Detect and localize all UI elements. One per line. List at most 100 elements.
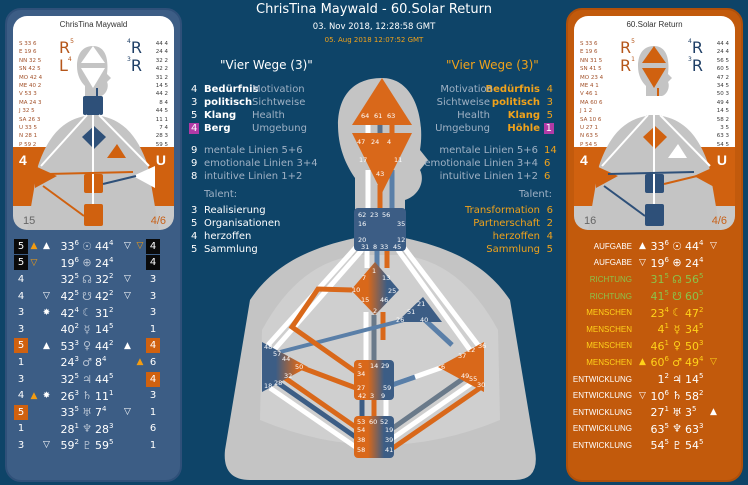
line-type: mentale Linien 5+6 (204, 145, 303, 156)
gate-number: 54 (650, 439, 665, 453)
table-row[interactable]: 5▲▲336☉444▽▽4 (14, 238, 160, 255)
table-row[interactable]: 5▲533♀442▲4 (14, 338, 160, 355)
personality-gate: 145 (95, 322, 121, 336)
gate-label: 7 (362, 274, 366, 282)
line-type: emotionale Linien 3+4 (424, 158, 538, 169)
gate-number: 28 (60, 422, 75, 436)
way-count: 5 (191, 110, 198, 121)
planet-icon: ☉ (82, 239, 92, 253)
gate-label: 30 (477, 381, 485, 389)
mini-bodygraph (588, 46, 720, 230)
gate-label: 44 (282, 355, 290, 363)
gate-label: 24 (371, 138, 379, 146)
gate-label: 54 (357, 426, 365, 434)
mini-activation: SN 42 5 (19, 66, 41, 73)
mini-activation: E 19 6 (19, 49, 37, 56)
gate-label: 20 (358, 236, 366, 244)
mini-activation: 8 4 (159, 99, 168, 106)
channel (601, 114, 649, 167)
gate-label: 5 (358, 362, 362, 370)
personality-line-count: 3 (149, 273, 157, 285)
personality-line-count: 3 (149, 390, 157, 402)
gate-number: 54 (685, 439, 699, 453)
channels (266, 125, 482, 451)
table-row[interactable]: AUFGABE▽196⊕244 (564, 255, 720, 272)
gate-label: 19 (385, 426, 393, 434)
gate-label: 22 (467, 346, 475, 354)
talent-name: Sammlung (486, 244, 540, 255)
gate-label: 59 (383, 384, 391, 392)
spleen-center (596, 166, 618, 188)
theme-label: MENSCHEN (586, 308, 632, 318)
design-gate: 592 (53, 438, 79, 452)
gate-number: 24 (60, 356, 75, 370)
personality-arrow-icon: ▽ (136, 241, 144, 252)
design-line-count: 4 (17, 390, 25, 402)
spleen-center (35, 166, 57, 188)
design-gate: 263 (53, 389, 79, 403)
table-row[interactable]: ENTWICKLUNG▽106♄582 (564, 387, 720, 404)
personality-line-count: 4 (146, 338, 160, 354)
mini-activation: V 53 3 (19, 91, 37, 98)
gate-label: 28 (274, 379, 282, 387)
planet-icon: ☋ (82, 289, 92, 303)
line-number: 5 (664, 272, 669, 281)
line-type: mentale Linien 5+6 (439, 145, 538, 156)
gate-number: 19 (60, 256, 75, 270)
table-row[interactable]: AUFGABE▲336☉444▽ (564, 238, 720, 255)
fixing-icon: ▽ (710, 357, 717, 368)
date-primary: 03. Nov 2018, 12:28:58 GMT (312, 22, 436, 32)
theme-label: MENSCHEN (586, 324, 632, 334)
table-row[interactable]: 4▽425☋422▽3 (14, 288, 160, 305)
personality-line-count: 4 (146, 238, 160, 254)
line-number: 1 (664, 322, 669, 331)
fixing-icon: ▲ (124, 340, 131, 351)
gate-number: 58 (685, 389, 699, 403)
gate-label: 41 (385, 446, 393, 454)
mini-activation: 44 4 (716, 41, 729, 47)
gate-number: 14 (685, 373, 699, 387)
gate-label: 10 (352, 286, 360, 294)
table-row[interactable]: MENSCHEN▲606♂494▽ (564, 354, 720, 371)
line-number: 2 (109, 338, 114, 347)
fixing-icon: ▲ (639, 357, 646, 368)
gate-number: 8 (95, 356, 102, 370)
mini-activation: J 1 2 (580, 108, 593, 115)
heart-center (668, 144, 687, 158)
solar-plexus-center (133, 166, 155, 188)
gate-number: 44 (95, 373, 109, 387)
theme-label: ENTWICKLUNG (572, 424, 632, 434)
gate-number: 41 (650, 290, 665, 304)
line-number: 1 (664, 338, 669, 347)
chart-name: 60.Solar Return (626, 20, 683, 29)
fixing-icon: ▽ (124, 291, 131, 302)
way-value: Höhle (507, 123, 540, 134)
talent-count: 4 (546, 231, 553, 242)
gate-label: 6 (441, 363, 445, 371)
personality-gate: 283 (95, 422, 121, 436)
mini-activation: MO 42 4 (19, 74, 43, 81)
gate-label: 31 (361, 243, 369, 251)
design-line-count: 1 (17, 423, 25, 435)
